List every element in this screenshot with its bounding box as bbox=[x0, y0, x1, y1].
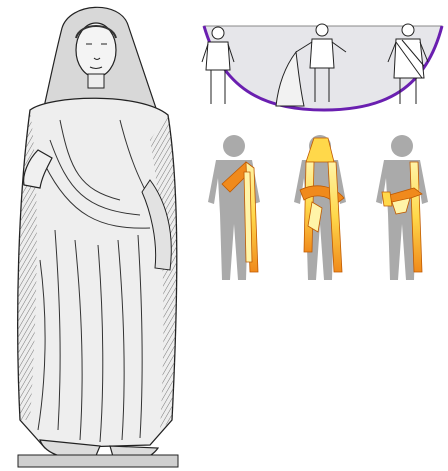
statue-illustration bbox=[0, 0, 195, 471]
toga-stages-bottom bbox=[196, 132, 448, 284]
toga-stages-top bbox=[196, 18, 448, 116]
